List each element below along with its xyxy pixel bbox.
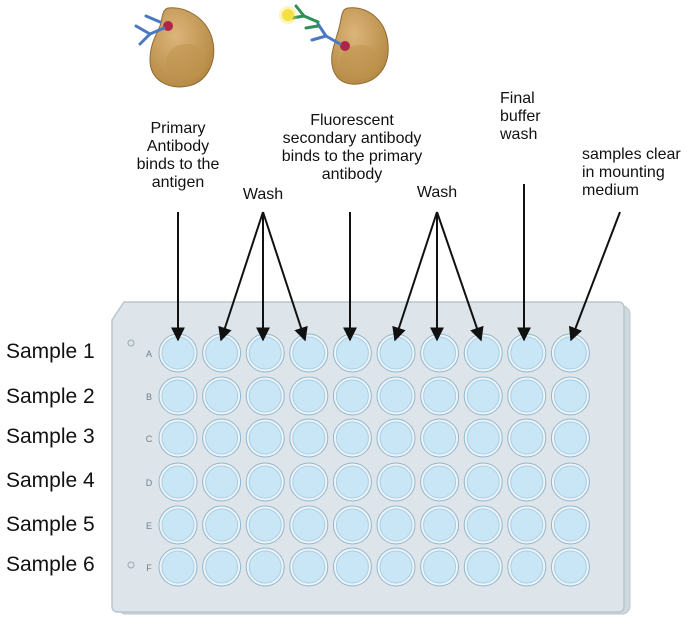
well-E1 [161, 508, 195, 542]
well-E10 [553, 508, 587, 542]
well-F9 [510, 550, 544, 584]
well-E4 [292, 508, 326, 542]
well-D2 [205, 465, 239, 499]
well-A10 [553, 336, 587, 370]
well-grid [158, 333, 590, 587]
well-D5 [335, 465, 369, 499]
well-B1 [161, 379, 195, 413]
well-F5 [335, 550, 369, 584]
row-letter-E: E [146, 521, 152, 531]
well-C2 [205, 421, 239, 455]
well-D7 [423, 465, 457, 499]
well-A1 [161, 336, 195, 370]
arrow-wash2-c [436, 211, 484, 342]
row-letter-A: A [146, 349, 152, 359]
well-B4 [292, 379, 326, 413]
step-label-mounting: samples clear in mounting medium [582, 146, 681, 199]
well-D9 [510, 465, 544, 499]
row-letter-F: F [146, 563, 152, 573]
well-E6 [379, 508, 413, 542]
arrow-wash1-a [218, 211, 264, 342]
well-B9 [510, 379, 544, 413]
step-label-final-wash: Final buffer wash [500, 90, 541, 143]
well-E9 [510, 508, 544, 542]
row-letters: A B C D E F [146, 349, 153, 573]
well-C8 [466, 421, 500, 455]
well-D10 [553, 465, 587, 499]
well-E3 [248, 508, 282, 542]
step-label-secondary: Fluorescent secondary antibody binds to … [281, 112, 423, 183]
well-B6 [379, 379, 413, 413]
well-D6 [379, 465, 413, 499]
well-B7 [423, 379, 457, 413]
arrow-wash1-c [262, 211, 308, 342]
well-A8 [466, 336, 500, 370]
well-A5 [335, 336, 369, 370]
well-C6 [379, 421, 413, 455]
well-C10 [553, 421, 587, 455]
well-F4 [292, 550, 326, 584]
well-B8 [466, 379, 500, 413]
step-label-wash-1: Wash [242, 186, 284, 203]
arrow-mounting [568, 211, 621, 342]
well-D3 [248, 465, 282, 499]
sample-label-2: Sample 2 [6, 385, 95, 408]
well-F7 [423, 550, 457, 584]
well-B10 [553, 379, 587, 413]
well-F10 [553, 550, 587, 584]
well-B5 [335, 379, 369, 413]
cell-primary-antibody-icon [134, 7, 215, 88]
row-letter-B: B [146, 392, 152, 402]
well-C7 [423, 421, 457, 455]
well-A3 [248, 336, 282, 370]
row-letter-C: C [146, 434, 153, 444]
well-C9 [510, 421, 544, 455]
well-C4 [292, 421, 326, 455]
well-D8 [466, 465, 500, 499]
well-D4 [292, 465, 326, 499]
well-D1 [161, 465, 195, 499]
well-A9 [510, 336, 544, 370]
well-E5 [335, 508, 369, 542]
well-F2 [205, 550, 239, 584]
well-B2 [205, 379, 239, 413]
well-F8 [466, 550, 500, 584]
sample-label-3: Sample 3 [6, 425, 95, 448]
well-F1 [161, 550, 195, 584]
well-E7 [423, 508, 457, 542]
step-label-primary: Primary Antibody binds to the antigen [136, 120, 220, 191]
well-A6 [379, 336, 413, 370]
sample-label-5: Sample 5 [6, 513, 95, 536]
well-C5 [335, 421, 369, 455]
step-label-wash-2: Wash [416, 184, 458, 201]
well-C1 [161, 421, 195, 455]
arrow-wash2-a [392, 211, 438, 342]
well-F3 [248, 550, 282, 584]
sample-label-6: Sample 6 [6, 553, 95, 576]
sample-label-1: Sample 1 [6, 340, 95, 363]
well-E8 [466, 508, 500, 542]
well-A4 [292, 336, 326, 370]
well-A2 [205, 336, 239, 370]
step-arrows [171, 184, 621, 342]
cell-secondary-antibody-icon [279, 4, 389, 85]
well-E2 [205, 508, 239, 542]
row-letter-D: D [146, 478, 153, 488]
well-C3 [248, 421, 282, 455]
sample-label-4: Sample 4 [6, 469, 95, 492]
well-A7 [423, 336, 457, 370]
well-B3 [248, 379, 282, 413]
well-F6 [379, 550, 413, 584]
